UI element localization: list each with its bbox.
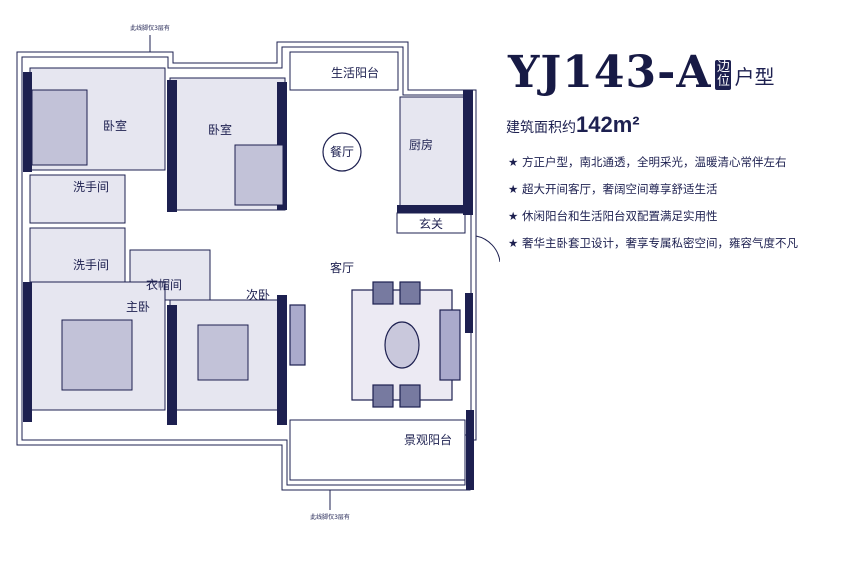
feature-item: ★ 超大开间客厅，奢阔空间尊享舒适生活 bbox=[508, 182, 718, 196]
note-bottom: 此线脚仅3层有 bbox=[310, 513, 350, 521]
note-top: 此线脚仅3层有 bbox=[130, 24, 170, 32]
room-bath2 bbox=[29, 227, 126, 283]
room-bath1 bbox=[29, 174, 126, 224]
label-kitchen: 厨房 bbox=[409, 137, 433, 152]
beds bbox=[31, 89, 284, 391]
position-badge: 边位 bbox=[715, 60, 732, 90]
area-label: 建筑面积约 bbox=[506, 120, 576, 136]
room-view-balcony bbox=[289, 419, 466, 481]
label-life-balcony: 生活阳台 bbox=[331, 65, 379, 80]
floor-plan: 此线脚仅3层有 此线脚仅3层有 卧室 卧室 生活阳台 餐厅 厨房 玄关 洗手间 … bbox=[16, 24, 500, 521]
label-second-bedroom: 次卧 bbox=[246, 288, 270, 302]
label-bedroom1: 卧室 bbox=[103, 118, 127, 133]
room-cloakroom bbox=[129, 249, 211, 301]
label-master: 主卧 bbox=[126, 300, 150, 314]
feature-item: ★ 奢华主卧套卫设计，奢享专属私密空间，雍容气度不凡 bbox=[508, 236, 798, 250]
label-bedroom2: 卧室 bbox=[208, 122, 232, 137]
area-value: 142m² bbox=[576, 112, 640, 137]
label-entry: 玄关 bbox=[419, 216, 443, 231]
feature-list: ★ 方正户型，南北通透，全明采光，温暖清心常伴左右 ★ 超大开间客厅，奢阔空间尊… bbox=[508, 154, 798, 262]
room-life-balcony bbox=[289, 51, 399, 91]
label-view-balcony: 景观阳台 bbox=[404, 432, 452, 447]
feature-item: ★ 休闲阳台和生活阳台双配置满足实用性 bbox=[508, 209, 718, 223]
floor-area: 建筑面积约142m² bbox=[506, 112, 640, 138]
label-bath1: 洗手间 bbox=[73, 180, 109, 194]
outer-outline bbox=[16, 41, 477, 491]
living-furniture bbox=[289, 132, 461, 408]
unit-title: YJ143-A 边位 户型 bbox=[508, 48, 774, 98]
unit-code: YJ143-A bbox=[508, 47, 712, 98]
label-dining: 餐厅 bbox=[330, 144, 354, 159]
feature-item: ★ 方正户型，南北通透，全明采光，温暖清心常伴左右 bbox=[508, 155, 787, 169]
label-living: 客厅 bbox=[330, 260, 354, 275]
unit-type-label: 户型 bbox=[734, 65, 775, 89]
room-kitchen bbox=[399, 96, 466, 210]
label-bath2: 洗手间 bbox=[73, 258, 109, 272]
label-cloakroom: 衣帽间 bbox=[146, 277, 182, 292]
